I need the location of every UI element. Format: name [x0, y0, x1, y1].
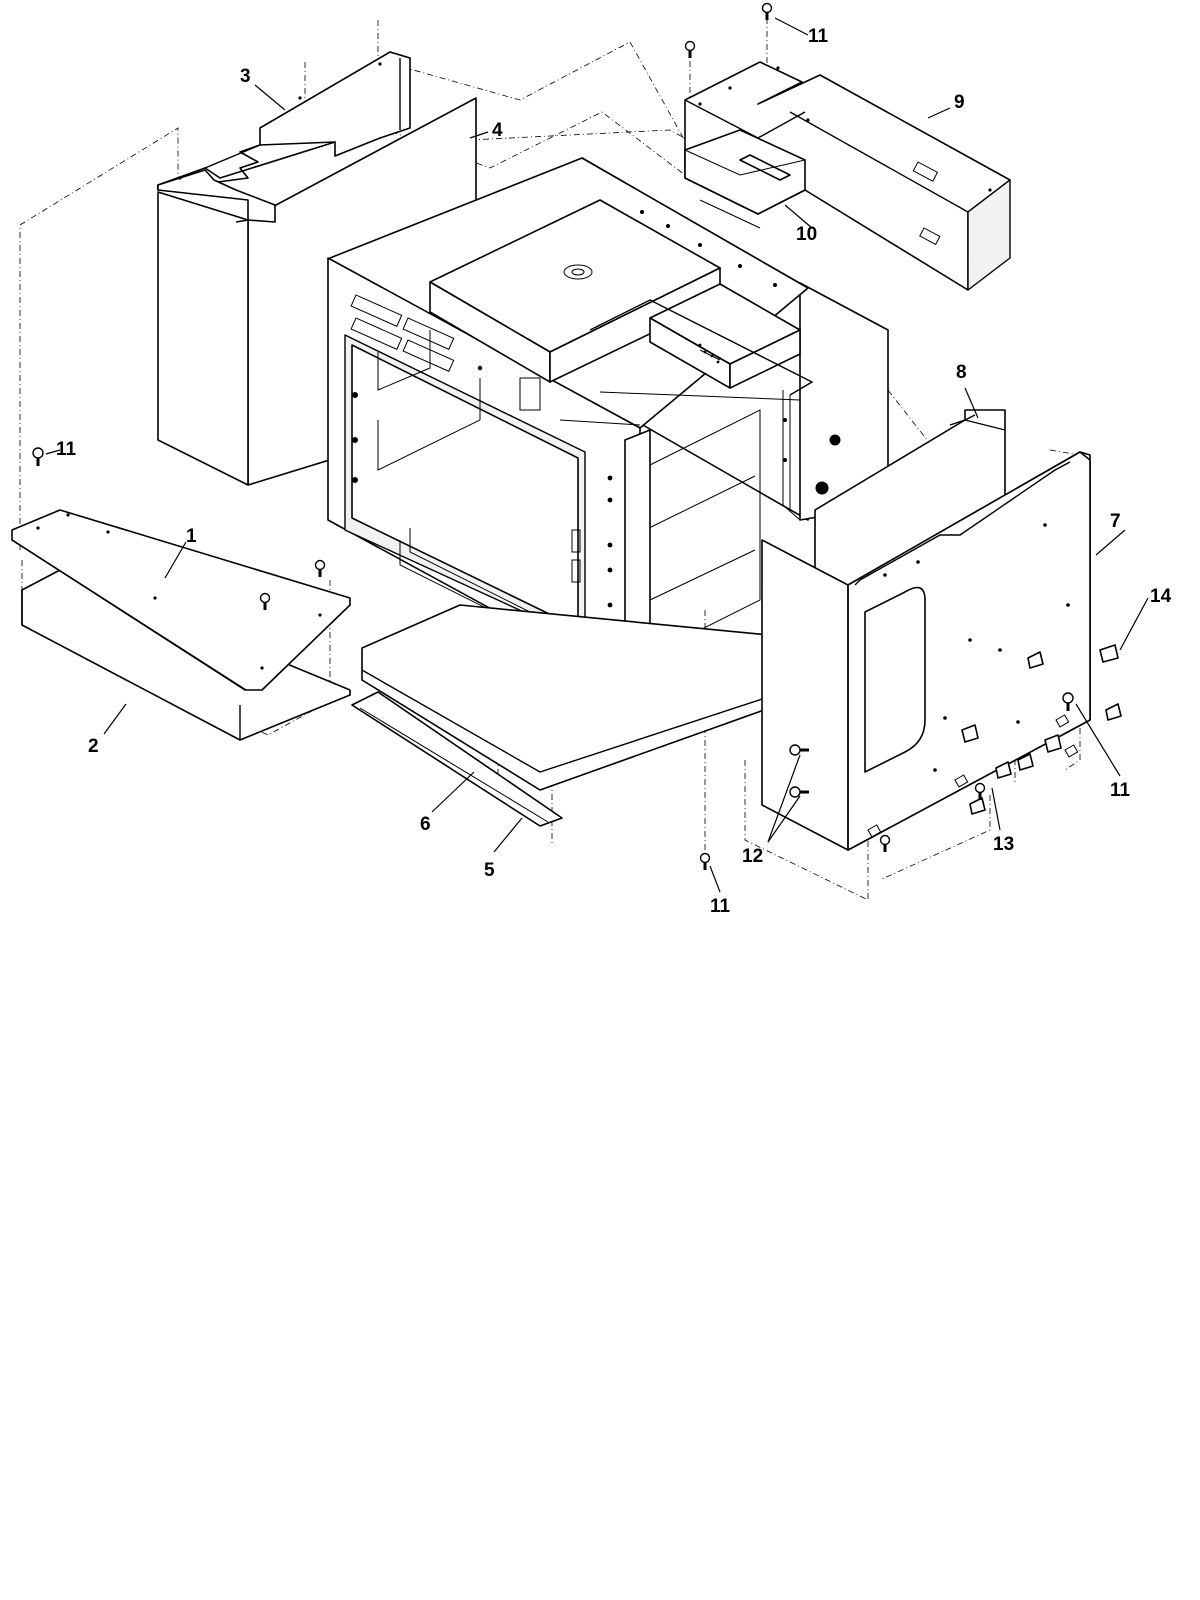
- callout-9: 9: [954, 92, 965, 113]
- leader-lines: [45, 17, 1149, 893]
- oven-chassis: [327, 157, 889, 691]
- screw-marker: [699, 852, 711, 870]
- callout-3: 3: [240, 66, 251, 87]
- part-7-side-panel: [761, 451, 1091, 851]
- screw-marker-part-12: [789, 786, 809, 798]
- screw-marker: [761, 2, 773, 20]
- screw-marker: [1062, 692, 1074, 711]
- callout-10: 10: [796, 224, 817, 245]
- fasteners: [32, 2, 1122, 870]
- screw-marker: [259, 592, 271, 610]
- screw-marker: [314, 559, 326, 577]
- callout-1: 1: [186, 526, 197, 547]
- screw-marker: [684, 40, 696, 58]
- callout-11-left: 11: [56, 439, 77, 460]
- callout-11-bottom: 11: [710, 896, 731, 917]
- callout-7: 7: [1110, 511, 1121, 532]
- callout-14: 14: [1150, 586, 1172, 607]
- part-6-bottom-plate: [361, 604, 821, 791]
- screw-marker: [879, 834, 891, 852]
- callout-6: 6: [420, 814, 431, 835]
- callout-12: 12: [742, 846, 763, 867]
- callout-11-top: 11: [808, 26, 829, 47]
- callout-labels: 1 2 3 4 5 6 7 8 9 10 11 11 11 11 12 13 1…: [56, 26, 1172, 917]
- part-1-lower-bracket: [11, 509, 351, 691]
- screw-marker: [974, 782, 986, 800]
- screw-marker-part-12: [789, 744, 809, 756]
- part-9-top-duct: [684, 61, 1011, 291]
- callout-13: 13: [993, 834, 1014, 855]
- screw-marker: [32, 447, 44, 466]
- part-5-trim-strip: [351, 691, 563, 827]
- part-3-top-bracket: [157, 51, 411, 223]
- callout-5: 5: [484, 860, 495, 881]
- callout-2: 2: [88, 736, 99, 757]
- callout-11-right: 11: [1110, 780, 1131, 801]
- clip-part-13: [961, 724, 1062, 815]
- callout-8: 8: [956, 362, 967, 383]
- callout-4: 4: [492, 120, 503, 141]
- clip-part-14: [1027, 644, 1122, 721]
- part-10-duct-box: [684, 129, 806, 229]
